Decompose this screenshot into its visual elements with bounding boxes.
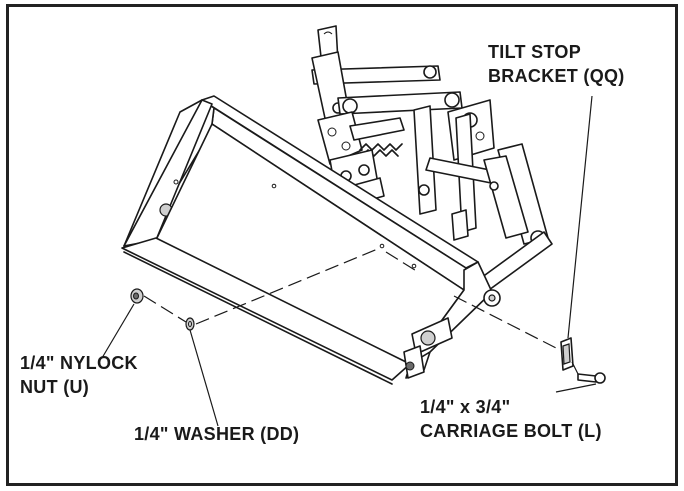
nylock-nut-label: 1/4" NYLOCK NUT (U) xyxy=(20,351,138,399)
carriage-bolt-label: 1/4" x 3/4" CARRIAGE BOLT (L) xyxy=(420,395,602,443)
tilt-stop-bracket xyxy=(560,337,574,371)
tilt-stop-bracket-label-line2: BRACKET (QQ) xyxy=(488,66,625,86)
nylock-nut xyxy=(130,288,144,304)
carriage-bolt-label-line1: 1/4" x 3/4" xyxy=(420,397,511,417)
nylock-nut-label-line1: 1/4" NYLOCK xyxy=(20,353,138,373)
washer-label-text: 1/4" WASHER (DD) xyxy=(134,424,300,444)
tilt-stop-bracket-label-line1: TILT STOP xyxy=(488,42,582,62)
washer xyxy=(185,317,195,331)
bucket xyxy=(121,95,501,385)
assembly-centerlines xyxy=(143,247,579,375)
leader-lines xyxy=(101,95,597,427)
tilt-stop-bracket-label: TILT STOP BRACKET (QQ) xyxy=(488,40,625,88)
carriage-bolt xyxy=(577,372,606,384)
nylock-nut-label-line2: NUT (U) xyxy=(20,377,90,397)
loader-linkage xyxy=(311,25,553,315)
washer-label: 1/4" WASHER (DD) xyxy=(134,422,299,446)
carriage-bolt-label-line2: CARRIAGE BOLT (L) xyxy=(420,421,602,441)
